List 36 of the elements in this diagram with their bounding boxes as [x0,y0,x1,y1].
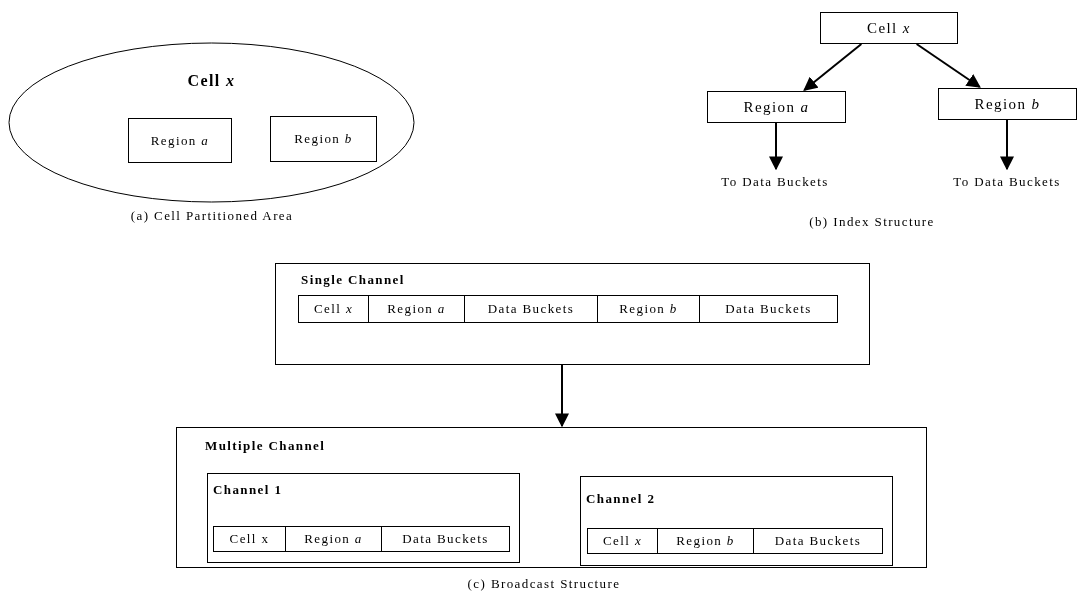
figure-caption: (c) Broadcast Structure [467,576,621,592]
index-node-box: Region b [270,116,377,162]
cell-area-ellipse [8,42,415,203]
area-heading: Cell x [187,72,236,90]
panel-title: Single Channel [301,272,405,288]
slot-cell: Region a [368,295,465,323]
figure-caption: (b) Index Structure [809,214,935,230]
slot-cell: Region b [597,295,700,323]
channel-panel [176,427,927,568]
panel-title: Channel 2 [586,491,656,507]
index-node-box: Region b [938,88,1077,120]
channel-panel [580,476,893,566]
slot-cell: Data Buckets [699,295,838,323]
arrow [1000,119,1014,171]
arrow [555,364,569,428]
index-node-box: Cell x [820,12,958,44]
index-node-box: Region a [128,118,232,163]
slot-cell: Cell x [587,528,658,554]
panel-title: Multiple Channel [205,438,326,454]
channel-panel [275,263,870,365]
target-text: To Data Buckets [932,170,1082,196]
index-node-box: Region a [707,91,846,123]
figure-caption: (a) Cell Partitioned Area [130,208,294,224]
slot-cell: Data Buckets [381,526,510,552]
arrow [915,43,981,88]
channel-panel [207,473,520,563]
arrow [803,43,863,91]
slot-cell: Data Buckets [753,528,883,554]
slot-cell: Region b [657,528,754,554]
arrow [769,122,783,171]
panel-title: Channel 1 [213,482,283,498]
slot-cell: Cell x [213,526,286,552]
slot-cell: Cell x [298,295,369,323]
slot-cell: Region a [285,526,382,552]
slot-cell: Data Buckets [464,295,598,323]
target-text: To Data Buckets [700,170,850,196]
